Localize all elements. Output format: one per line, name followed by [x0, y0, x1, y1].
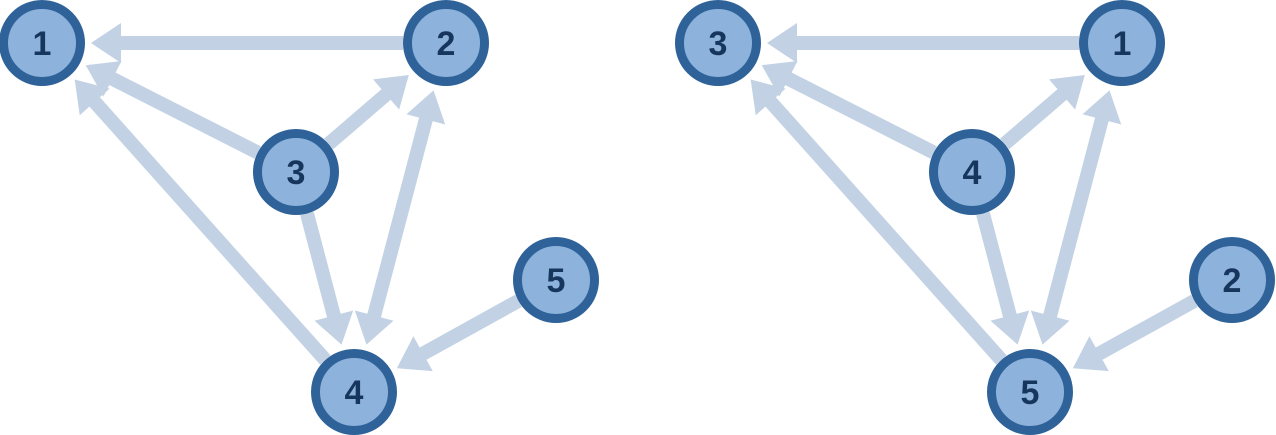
edge-3-to-1 [85, 60, 261, 159]
node-label: 1 [33, 25, 52, 63]
edge-1-to-3 [767, 23, 1079, 63]
arrowhead [91, 23, 121, 63]
edge-4-to-1 [74, 79, 331, 365]
edge-line [976, 211, 1018, 320]
arrowhead [761, 60, 798, 97]
node-3: 3 [675, 0, 761, 86]
edges [74, 23, 522, 372]
arrowhead [990, 310, 1030, 345]
node-circle [929, 129, 1015, 215]
edge-line [107, 71, 261, 159]
edge-line [783, 71, 937, 159]
edge-4-to-5 [976, 211, 1030, 345]
node-1: 1 [1079, 0, 1165, 86]
node-label: 2 [437, 25, 456, 63]
edge-5-to-4 [396, 294, 522, 372]
edge-line [417, 294, 522, 361]
arrowhead [373, 74, 409, 110]
edge-line [1093, 294, 1198, 361]
edge-2-to-1 [91, 23, 403, 63]
edge-line [324, 87, 393, 150]
edge-1-to-5 [1030, 90, 1122, 345]
edges [750, 23, 1198, 372]
arrowhead [85, 60, 122, 97]
arrowhead [767, 23, 797, 63]
edge-4-to-1 [1000, 74, 1085, 150]
edge-line [88, 95, 331, 365]
node-2: 2 [403, 0, 489, 86]
nodes: 1 2 3 4 5 [0, 0, 599, 435]
edge-3-to-4 [300, 211, 354, 345]
graph-2: 3 1 4 2 5 [675, 0, 1275, 435]
nodes: 3 1 4 2 5 [675, 0, 1275, 435]
edge-line [300, 211, 342, 320]
node-circle [253, 129, 339, 215]
node-2: 2 [1189, 237, 1275, 323]
node-4: 4 [311, 349, 397, 435]
arrowhead [314, 310, 354, 345]
edge-2-to-4 [354, 90, 446, 345]
edge-line [366, 115, 434, 320]
arrowhead [406, 90, 446, 125]
node-circle [675, 0, 761, 86]
arrowhead [750, 79, 786, 116]
graph-1: 1 2 3 4 5 [0, 0, 599, 435]
node-circle [513, 237, 599, 323]
edge-4-to-3 [761, 60, 937, 159]
node-label: 1 [1113, 25, 1132, 63]
edge-3-to-2 [324, 74, 409, 150]
node-label: 4 [345, 374, 364, 412]
node-label: 2 [1223, 262, 1242, 300]
node-label: 4 [963, 154, 982, 192]
arrowhead [396, 336, 433, 372]
node-3: 3 [253, 129, 339, 215]
node-label: 5 [547, 262, 566, 300]
node-circle [1079, 0, 1165, 86]
arrowhead [1072, 336, 1109, 372]
edge-line [1042, 115, 1110, 320]
edge-2-to-5 [1072, 294, 1198, 372]
arrowhead [1082, 90, 1122, 125]
node-5: 5 [987, 349, 1073, 435]
node-5: 5 [513, 237, 599, 323]
node-label: 3 [287, 154, 306, 192]
node-1: 1 [0, 0, 85, 86]
arrowhead [354, 310, 394, 345]
node-label: 3 [709, 25, 728, 63]
node-circle [403, 0, 489, 86]
node-circle [311, 349, 397, 435]
node-label: 5 [1021, 374, 1040, 412]
arrowhead [1030, 310, 1070, 345]
arrowhead [74, 79, 110, 116]
node-circle [1189, 237, 1275, 323]
node-4: 4 [929, 129, 1015, 215]
node-circle [987, 349, 1073, 435]
node-circle [0, 0, 85, 86]
edge-line [1000, 87, 1069, 150]
edge-line [764, 95, 1007, 365]
arrowhead [1049, 74, 1085, 110]
edge-5-to-3 [750, 79, 1007, 365]
